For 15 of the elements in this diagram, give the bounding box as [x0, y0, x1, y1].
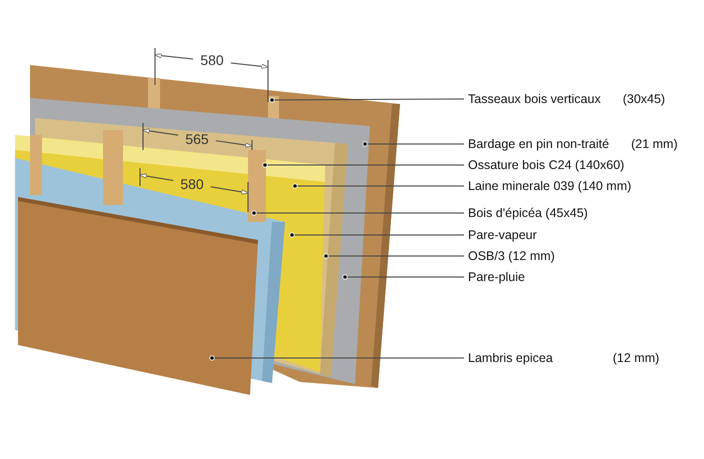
part-label: Pare-vapeur	[468, 227, 537, 243]
part-label: Lambris epicea	[468, 350, 553, 366]
part-label: OSB/3 (12 mm)	[468, 248, 555, 264]
dimension-value: 580	[199, 52, 225, 68]
dimension-value: 565	[184, 131, 210, 147]
part-label: (30x45)	[622, 91, 666, 107]
part-label: (12 mm)	[612, 350, 660, 366]
part-label: Pare-pluie	[468, 269, 525, 285]
part-label: Ossature bois C24 (140x60)	[468, 157, 624, 173]
part-label: Laine minerale 039 (140 mm)	[468, 178, 632, 194]
dimension-value: 580	[179, 176, 205, 192]
part-label: Bardage en pin non-traité	[468, 136, 610, 152]
part-label: Tasseaux bois verticaux	[468, 91, 601, 107]
part-label: (21 mm)	[631, 136, 678, 152]
part-label: Bois d'épicéa (45x45)	[468, 205, 588, 221]
